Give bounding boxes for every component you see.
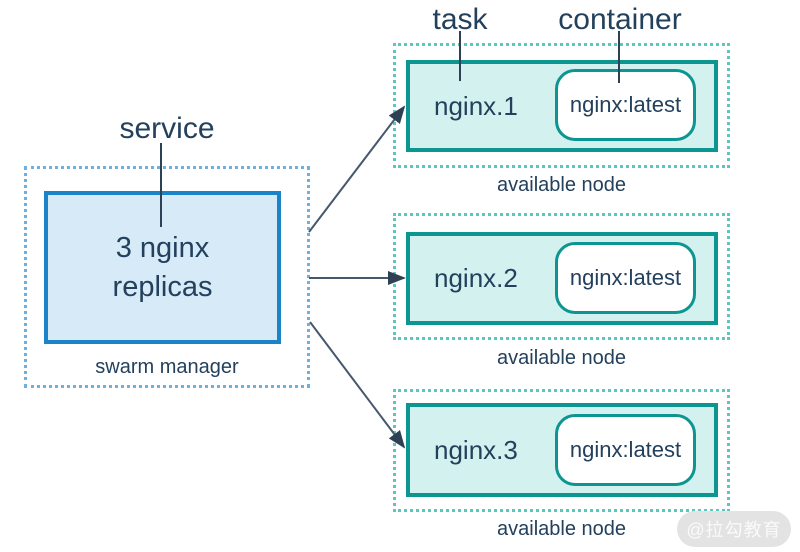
node-1-caption: available node xyxy=(497,174,626,196)
node-3-container-box: nginx:latest xyxy=(555,414,696,486)
node-3-caption: available node xyxy=(497,518,626,540)
container-label: container xyxy=(558,3,682,36)
service-box: 3 nginx replicas xyxy=(44,191,281,344)
task-connector-line xyxy=(459,31,461,81)
node-1-container-box: nginx:latest xyxy=(555,69,696,141)
service-connector-line xyxy=(160,143,162,227)
service-replicas-line1: 3 nginx xyxy=(115,232,210,265)
node-3-task-box: nginx.3 nginx:latest xyxy=(406,403,718,497)
node-1-task-name: nginx.1 xyxy=(434,90,518,121)
container-connector-line xyxy=(618,31,620,83)
node-2-task-name: nginx.2 xyxy=(434,263,518,293)
task-label: task xyxy=(432,3,488,36)
swarm-manager-caption: swarm manager xyxy=(95,356,239,378)
service-label: service xyxy=(119,112,215,145)
available-node-1: nginx.1 nginx:latest available node xyxy=(393,43,730,203)
node-2-container-box: nginx:latest xyxy=(555,242,696,314)
available-node-3: nginx.3 nginx:latest available node xyxy=(393,389,730,549)
arrow-service-to-node-3 xyxy=(309,321,406,449)
watermark-badge: @拉勾教育 xyxy=(677,511,791,547)
node-2-task-box: nginx.2 nginx:latest xyxy=(406,232,718,325)
service-replicas-line2: replicas xyxy=(112,270,213,303)
node-1-task-box: nginx.1 nginx:latest xyxy=(406,60,718,152)
arrow-service-to-node-1 xyxy=(308,105,406,233)
available-node-2: nginx.2 nginx:latest available node xyxy=(393,213,730,373)
node-2-caption: available node xyxy=(497,347,626,369)
node-3-task-name: nginx.3 xyxy=(434,434,518,465)
